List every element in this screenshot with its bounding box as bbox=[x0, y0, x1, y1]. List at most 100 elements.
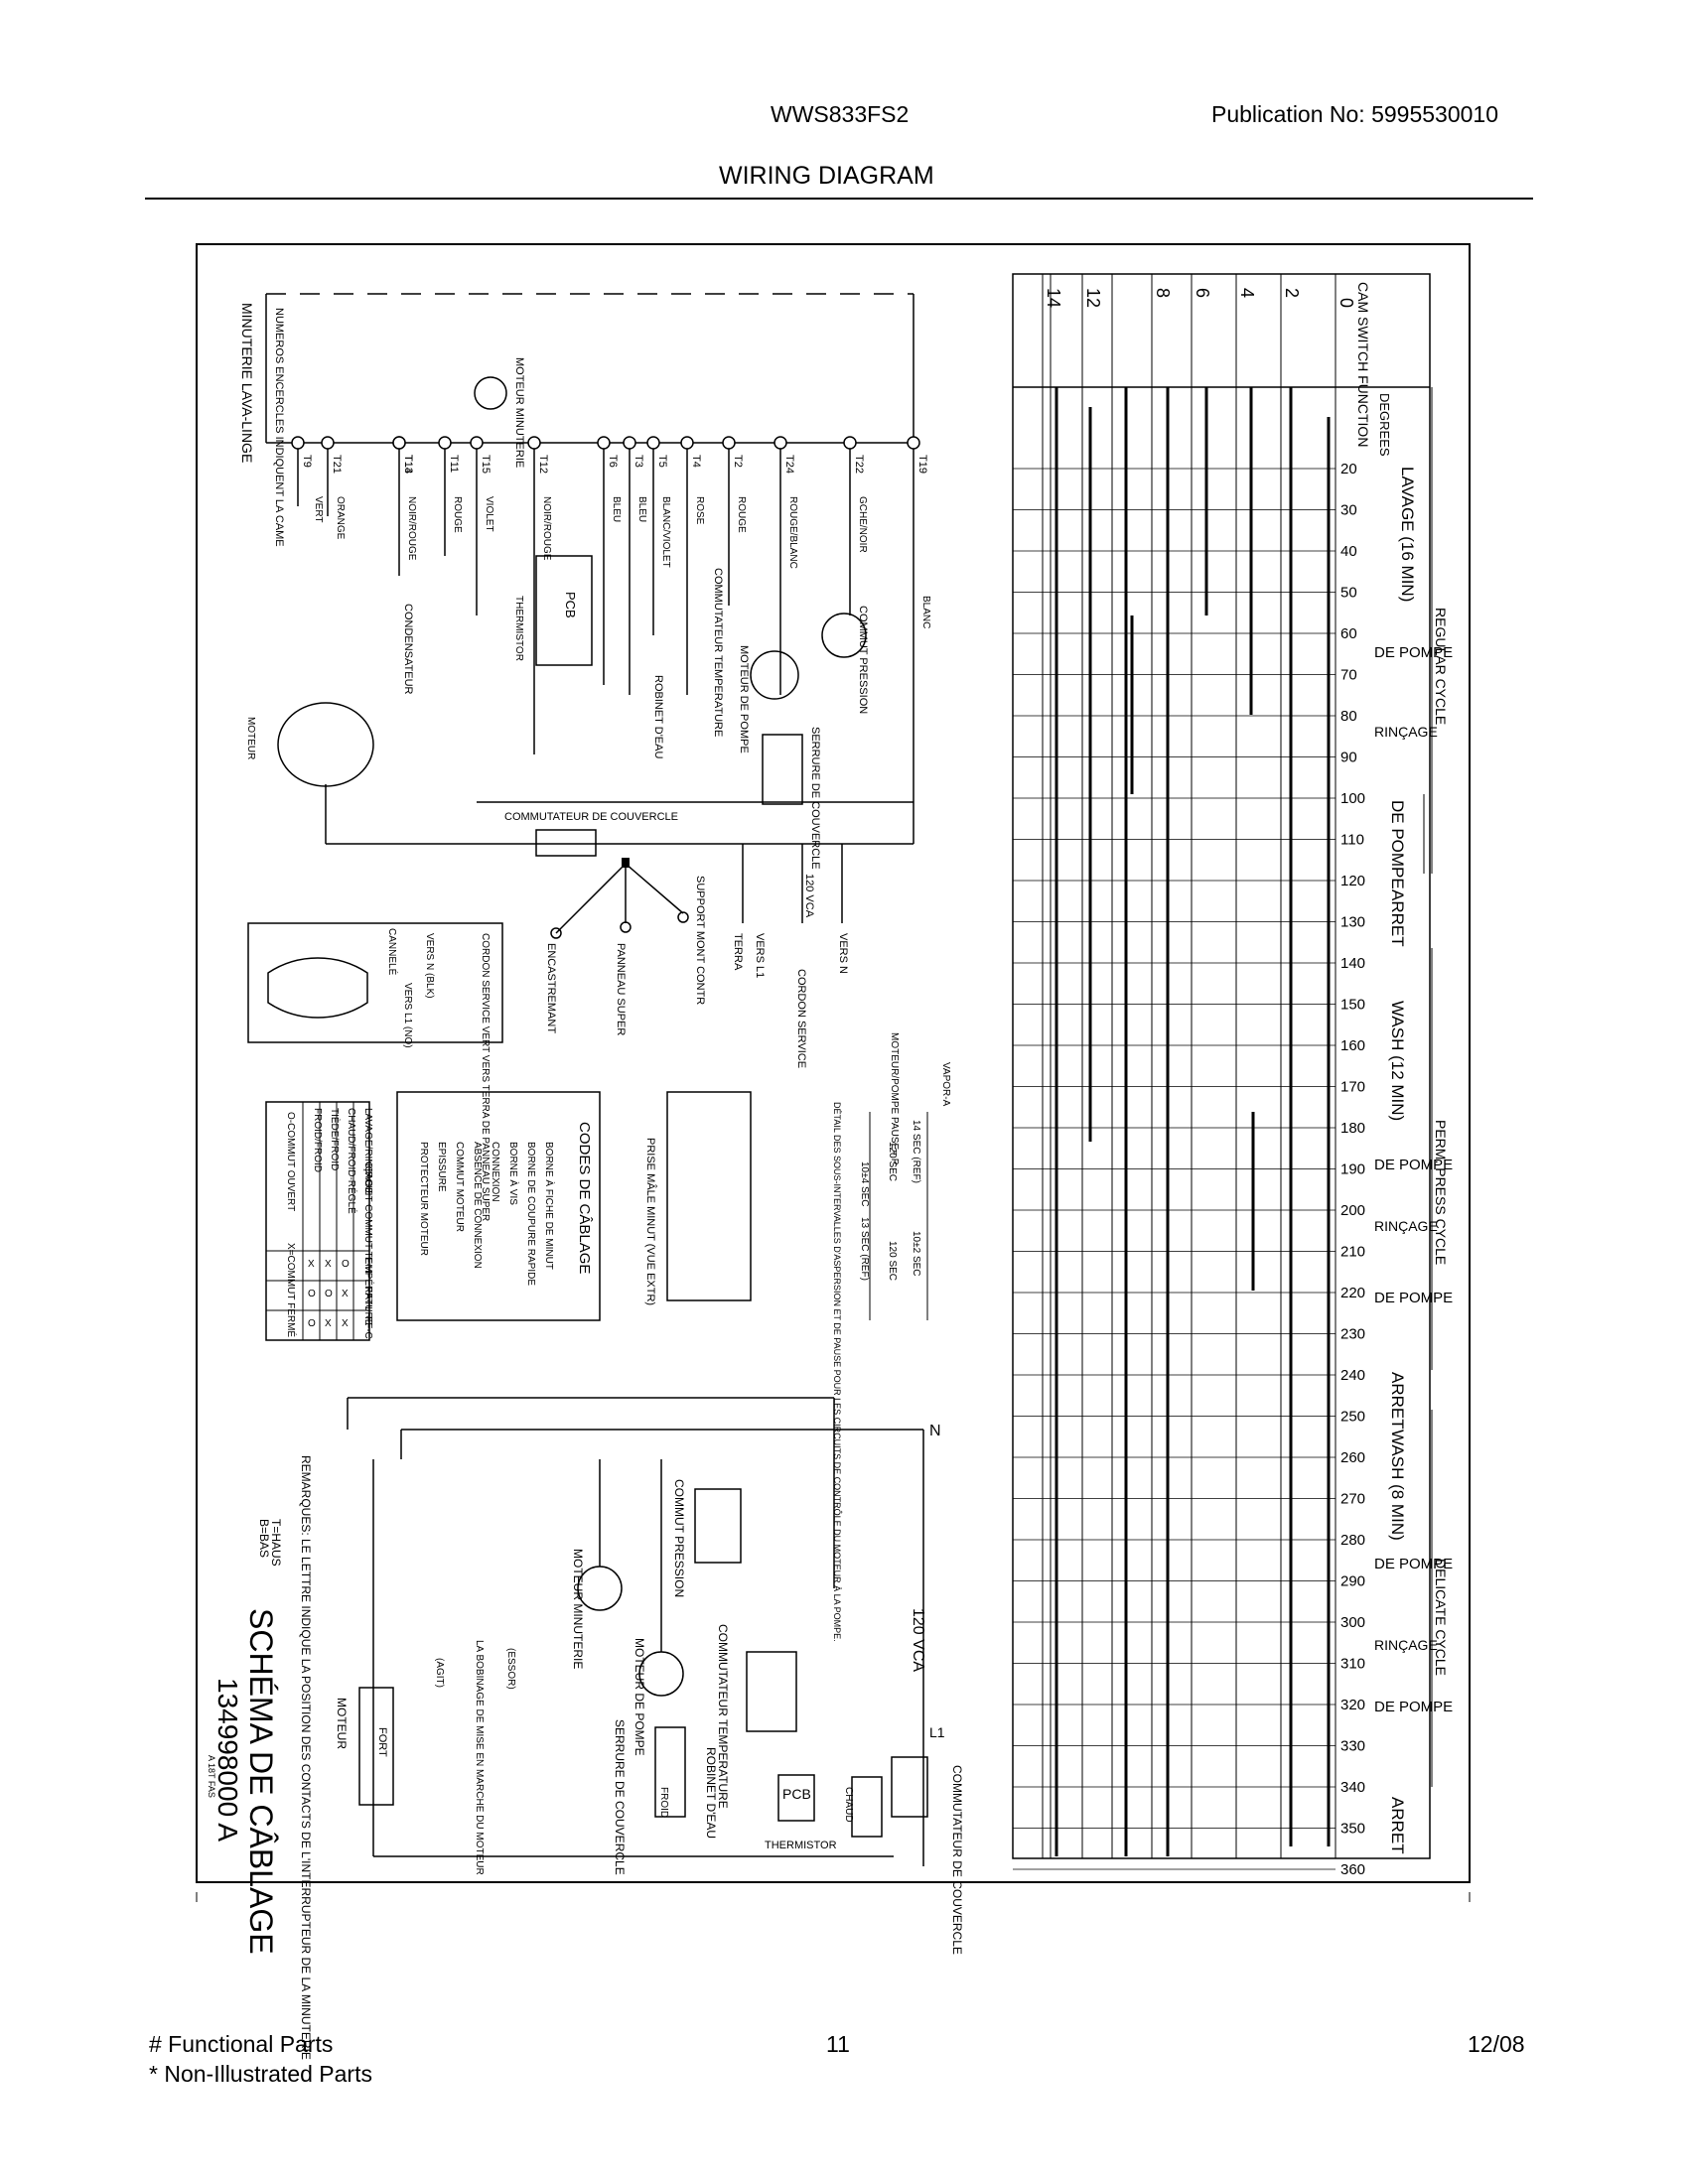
wire-color-label: NOIR/ROUGE bbox=[406, 496, 417, 561]
plug-diagram: PRISE MÂLE MINUT (VUE EXTR) bbox=[644, 1091, 752, 1305]
label-moteur-pompe: MOTEUR DE POMPE bbox=[738, 645, 750, 753]
terminal-label: T21 bbox=[331, 455, 343, 474]
schematic-vca: 120 VCA bbox=[910, 1608, 926, 1672]
model-number: WWS833FS2 bbox=[771, 101, 910, 127]
svg-text:CHAUD/FROID-RÉGLÉ: CHAUD/FROID-RÉGLÉ bbox=[346, 1108, 358, 1214]
svg-text:FF-C: FF-C bbox=[362, 1316, 373, 1339]
phase-delicate: DELICATE CYCLE bbox=[1433, 1559, 1449, 1676]
svg-text:8: 8 bbox=[1153, 288, 1173, 298]
degree-label: 200 bbox=[1340, 1202, 1365, 1219]
codes-de-cablage: CODES DE CÂBLAGE BORNE À FICHE DE MINUT … bbox=[396, 1091, 601, 1321]
terminal-label: T4 bbox=[690, 455, 702, 468]
svg-text:VERS L1 (NO): VERS L1 (NO) bbox=[402, 983, 413, 1048]
svg-text:O: O bbox=[308, 1318, 316, 1329]
svg-text:X=COMMUT FERMÉ: X=COMMUT FERMÉ bbox=[285, 1243, 298, 1337]
svg-text:10±2 SEC: 10±2 SEC bbox=[911, 1231, 921, 1277]
svg-text:CODES DE CÂBLAGE: CODES DE CÂBLAGE bbox=[576, 1122, 593, 1274]
phase-rincage-3: RINÇAGE bbox=[1374, 1637, 1438, 1653]
label-numeros: NUMEROS ENCERCLES INDIQUENT LA CAME bbox=[273, 308, 285, 547]
terminal bbox=[392, 436, 406, 450]
svg-text:CANNELÉ: CANNELÉ bbox=[386, 928, 399, 976]
svg-text:PRISE MÂLE MINUT (VUE EXTR): PRISE MÂLE MINUT (VUE EXTR) bbox=[644, 1138, 657, 1305]
svg-text:ROBINET D'EAU: ROBINET D'EAU bbox=[704, 1747, 718, 1839]
terminal-label: T13 bbox=[402, 455, 414, 474]
svg-text:FROID/FROID: FROID/FROID bbox=[312, 1108, 323, 1172]
wire-color-label: ORANGE bbox=[335, 496, 346, 540]
terminal bbox=[907, 436, 920, 450]
svg-text:MOTEUR/POMPE PAUSE= P: MOTEUR/POMPE PAUSE= P bbox=[889, 1032, 900, 1165]
label-panneau: PANNEAU SUPER bbox=[615, 943, 627, 1035]
svg-text:MOTEUR DE POMPE: MOTEUR DE POMPE bbox=[633, 1638, 646, 1756]
degree-label: 250 bbox=[1340, 1409, 1365, 1426]
schematic-n: N bbox=[929, 1423, 941, 1439]
label-terra: TERRA bbox=[732, 933, 744, 971]
degree-label: 190 bbox=[1340, 1161, 1365, 1178]
header-rule bbox=[145, 198, 1533, 200]
terminal-label: T15 bbox=[480, 455, 492, 474]
degree-label: 100 bbox=[1340, 790, 1365, 807]
wire-color-label: ROUGE bbox=[452, 496, 463, 533]
svg-text:COMMUT PRESSION: COMMUT PRESSION bbox=[672, 1479, 686, 1597]
publication-number: Publication No: 5995530010 bbox=[1211, 101, 1499, 127]
phase-arret-2: ARRET bbox=[1388, 1372, 1407, 1430]
svg-text:B=BAS: B=BAS bbox=[257, 1519, 271, 1558]
svg-text:CIRCUIT COMMUT TEMPÉRATURE: CIRCUIT COMMUT TEMPÉRATURE bbox=[362, 1161, 375, 1326]
degree-label: 330 bbox=[1340, 1738, 1365, 1755]
svg-text:THERMISTOR: THERMISTOR bbox=[765, 1840, 837, 1851]
terminal bbox=[774, 436, 787, 450]
label-cordon-service: CORDON SERVICE bbox=[795, 969, 807, 1068]
svg-text:F-H: F-H bbox=[362, 1257, 373, 1274]
wire-color-label: VIOLET bbox=[484, 496, 494, 532]
label-vers-l1: VERS L1 bbox=[754, 933, 766, 978]
terminal-label: T12 bbox=[537, 455, 549, 474]
terminal bbox=[680, 436, 694, 450]
degree-label: 60 bbox=[1340, 625, 1357, 642]
terminal-label: T24 bbox=[783, 455, 795, 474]
degree-label: 160 bbox=[1340, 1037, 1365, 1054]
footer-non-illustrated: * Non-Illustrated Parts bbox=[149, 2061, 372, 2087]
svg-text:TIÈDE/FROID: TIÈDE/FROID bbox=[329, 1108, 342, 1170]
svg-text:EPISSURE: EPISSURE bbox=[436, 1142, 447, 1192]
label-moteur-minuterie: MOTEUR MINUTERIE bbox=[513, 357, 525, 468]
svg-text:CHAUD: CHAUD bbox=[843, 1787, 854, 1823]
vapor-detail: VAPOR-A 14 SEC (REF) 10±2 SEC 120 SEC 12… bbox=[832, 1032, 951, 1642]
terminal bbox=[470, 436, 484, 450]
svg-text:14 SEC (REF): 14 SEC (REF) bbox=[911, 1120, 921, 1183]
svg-text:COMMUTATEUR DE COUVERCLE: COMMUTATEUR DE COUVERCLE bbox=[950, 1765, 964, 1955]
svg-text:VERS N (BLK): VERS N (BLK) bbox=[424, 933, 435, 999]
phase-rincage-2: RINÇAGE bbox=[1374, 1218, 1438, 1234]
footer-functional-parts: # Functional Parts bbox=[149, 2031, 334, 2057]
terminal-label: T2 bbox=[732, 455, 744, 468]
degree-label: 230 bbox=[1340, 1326, 1365, 1343]
svg-text:LAVAGE/RINÇAGE: LAVAGE/RINÇAGE bbox=[362, 1108, 373, 1194]
svg-text:MOTEUR MINUTERIE: MOTEUR MINUTERIE bbox=[571, 1549, 585, 1669]
phase-de-pompe-3: DE POMPE bbox=[1374, 1157, 1453, 1173]
svg-text:O: O bbox=[308, 1289, 316, 1299]
degree-label: 320 bbox=[1340, 1697, 1365, 1713]
terminal-label: T19 bbox=[916, 455, 928, 474]
svg-text:13 SEC (REF): 13 SEC (REF) bbox=[859, 1217, 870, 1281]
svg-text:(AGIT): (AGIT) bbox=[434, 1658, 445, 1688]
wire-color-label: BLANC bbox=[920, 596, 931, 628]
schematic-number: 134998000 A bbox=[212, 1678, 243, 1842]
svg-text:X: X bbox=[342, 1289, 349, 1299]
cam-header: CAM SWITCH FUNCTION bbox=[1355, 282, 1371, 447]
terminal-label: T11 bbox=[448, 455, 460, 473]
wire-color-label: ROUGE bbox=[736, 496, 747, 533]
degrees-label: DEGREES bbox=[1377, 393, 1392, 457]
degree-label: 270 bbox=[1340, 1491, 1365, 1508]
degree-label: 240 bbox=[1340, 1367, 1365, 1384]
phase-arret-1: ARRET bbox=[1388, 889, 1407, 947]
phase-rincage-1: RINÇAGE bbox=[1374, 724, 1438, 740]
degree-label: 30 bbox=[1340, 502, 1357, 519]
degree-label: 90 bbox=[1340, 750, 1357, 766]
label-serrure: SERRURE DE COUVERCLE bbox=[809, 727, 821, 870]
phase-lavage: LAVAGE (16 MIN) bbox=[1398, 467, 1417, 602]
svg-text:BORNE À VIS: BORNE À VIS bbox=[507, 1142, 520, 1205]
svg-text:X: X bbox=[325, 1259, 332, 1270]
wire-color-label: NOIR/ROUGE bbox=[541, 496, 552, 561]
wire-color-label: BLANC/VIOLET bbox=[660, 496, 671, 568]
svg-text:2: 2 bbox=[1282, 288, 1302, 298]
terminal bbox=[843, 436, 857, 450]
